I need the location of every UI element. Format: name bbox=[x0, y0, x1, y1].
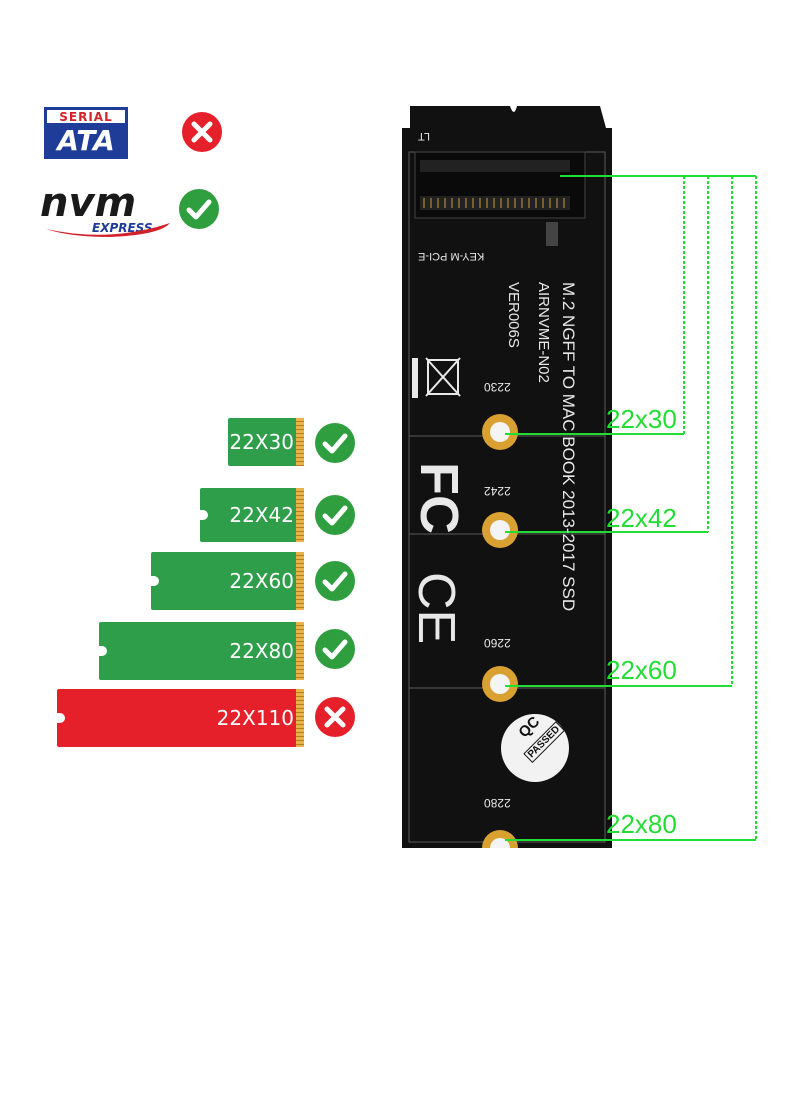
ssd-size-label: 22X42 bbox=[229, 503, 294, 527]
fcc-mark: FC bbox=[409, 462, 469, 534]
callout-label-22x42: 22x42 bbox=[606, 503, 677, 533]
sata-logo: SERIAL ATA bbox=[44, 107, 128, 159]
ssd-size-label: 22X60 bbox=[229, 569, 294, 593]
callout-label-22x60: 22x60 bbox=[606, 655, 677, 685]
check-icon bbox=[314, 560, 356, 602]
x-icon bbox=[314, 696, 356, 738]
callout-lines bbox=[505, 175, 757, 841]
ssd-contacts bbox=[296, 418, 304, 466]
ssd-2242: 22X42 bbox=[200, 488, 304, 542]
m2-socket bbox=[414, 151, 586, 246]
callout-label-22x30: 22x30 bbox=[606, 404, 677, 434]
check-icon bbox=[314, 422, 356, 464]
ssd-2230: 22X30 bbox=[228, 418, 304, 466]
nvme-logo: nvm EXPRESS bbox=[40, 183, 180, 241]
ssd-size-label: 22X80 bbox=[229, 639, 294, 663]
key-label: KEY-M PCI-E bbox=[418, 250, 485, 262]
mounting-hole-2260 bbox=[482, 666, 518, 702]
ssd-contacts bbox=[296, 552, 304, 610]
nvme-logo-main-text: nvm bbox=[40, 180, 137, 226]
weee-bin-icon bbox=[412, 357, 461, 398]
ssd-notch bbox=[57, 713, 65, 723]
ssd-notch bbox=[99, 646, 107, 656]
mount-label-2230: 2230 bbox=[484, 380, 511, 394]
ssd-notch bbox=[200, 510, 208, 520]
mounting-hole-2230 bbox=[482, 414, 518, 450]
ssd-contacts bbox=[296, 622, 304, 680]
qc-sticker bbox=[501, 714, 569, 782]
x-icon bbox=[181, 111, 223, 153]
ssd-contacts bbox=[296, 488, 304, 542]
mounting-hole-2242 bbox=[482, 512, 518, 548]
mount-label-2242: 2242 bbox=[484, 484, 511, 498]
check-icon bbox=[178, 188, 220, 230]
ssd-notch bbox=[151, 576, 159, 586]
nvme-swoosh bbox=[46, 223, 170, 237]
ssd-22110: 22X110 bbox=[57, 689, 304, 747]
check-icon bbox=[314, 494, 356, 536]
sata-logo-top-text: SERIAL bbox=[47, 110, 125, 125]
ssd-2260: 22X60 bbox=[151, 552, 304, 610]
ssd-2280: 22X80 bbox=[99, 622, 304, 680]
sata-logo-main-text: ATA bbox=[47, 125, 125, 156]
ce-mark: CE bbox=[407, 572, 465, 645]
corner-label: LT bbox=[418, 130, 431, 142]
ssd-size-label: 22X110 bbox=[216, 706, 294, 730]
board-version: VER006S bbox=[505, 282, 522, 348]
board-model: AIRNVME-N02 bbox=[535, 282, 552, 383]
ssd-contacts bbox=[296, 689, 304, 747]
ssd-size-label: 22X30 bbox=[229, 430, 294, 454]
board-title: M.2 NGFF TO MAC BOOK 2013-2017 SSD bbox=[559, 282, 578, 612]
mount-label-2280: 2280 bbox=[484, 796, 511, 810]
mount-label-2260: 2260 bbox=[484, 636, 511, 650]
callout-label-22x80: 22x80 bbox=[606, 809, 677, 839]
check-icon bbox=[314, 628, 356, 670]
